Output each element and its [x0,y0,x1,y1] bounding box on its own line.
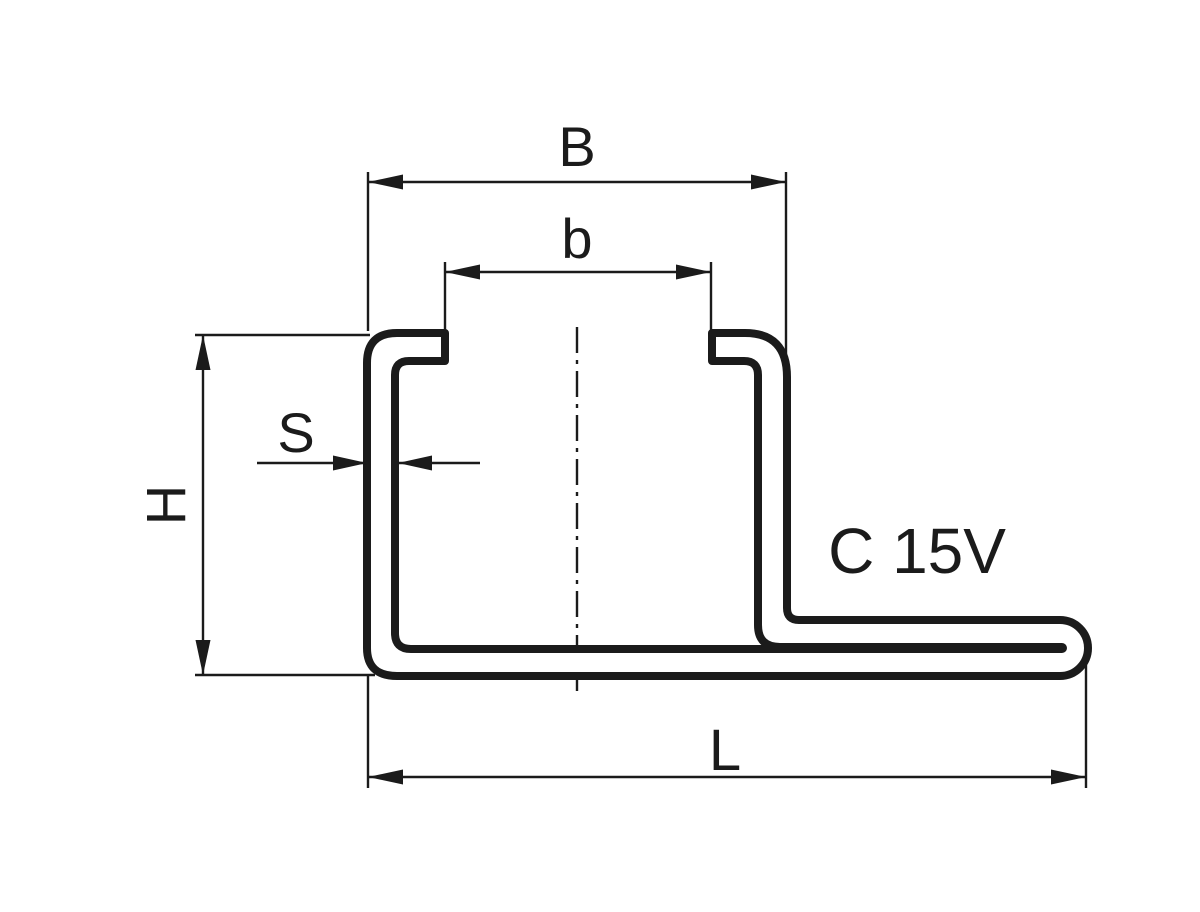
label-b: b [561,207,592,270]
dimension-L: L [368,718,1086,785]
label-B: B [558,115,595,178]
arrowhead-B-right [751,174,786,190]
arrowhead-b-right [676,264,711,280]
arrowhead-L-right [1051,769,1086,785]
dimension-B: B [368,115,786,190]
dimension-b: b [445,207,711,280]
arrowhead-S-right [398,455,432,471]
arrowhead-b-left [445,264,480,280]
arrowhead-B-left [368,174,403,190]
arrowhead-L-left [368,769,403,785]
arrowhead-S-left [333,455,367,471]
extension-lines [195,172,1088,788]
arrowhead-H-bottom [195,640,211,675]
profile-designation-label: C 15V [828,515,1006,587]
profile-outline [363,329,1092,680]
dimension-S: S [257,401,480,471]
label-L: L [709,718,741,783]
label-S: S [277,401,314,464]
dimension-H: H [135,335,211,675]
arrowhead-H-top [195,335,211,370]
label-H: H [135,485,198,525]
